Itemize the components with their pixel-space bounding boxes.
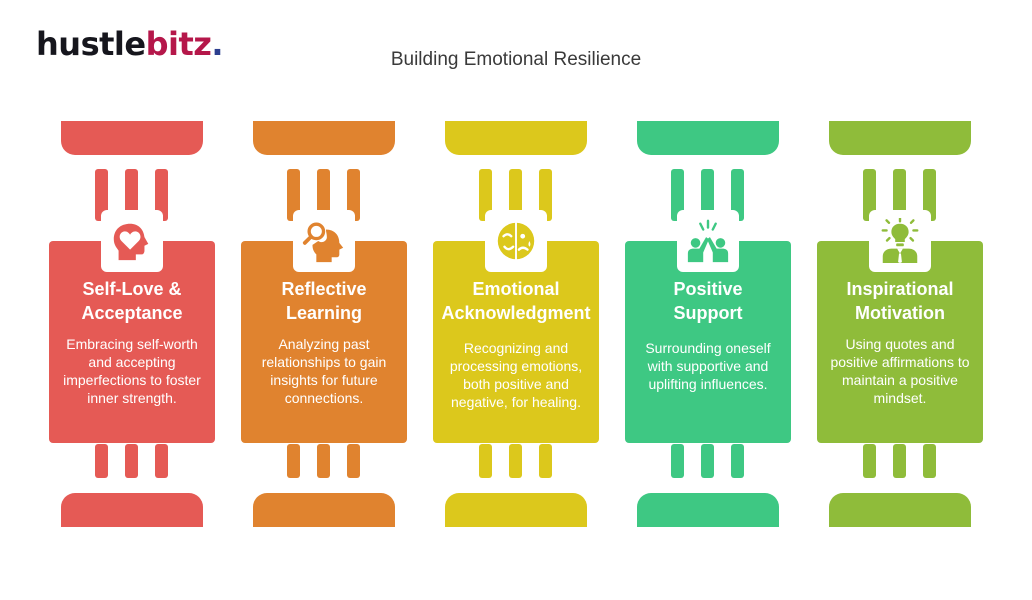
icon-box [869, 210, 931, 272]
card-title-line: Support [673, 303, 743, 323]
card-description: Using quotes and positive affirmations t… [830, 336, 970, 406]
connector-bar [155, 444, 168, 478]
connector-bar [125, 169, 138, 221]
high-five-icon [687, 219, 729, 263]
connector-bar [479, 444, 492, 478]
card-description: Recognizing and processing emotions, bot… [449, 340, 583, 410]
connector-bar [923, 169, 936, 221]
logo-text-bitz: bitz [145, 25, 212, 63]
card-title-line: Learning [285, 303, 362, 323]
card-title-line: Emotional [472, 279, 560, 299]
connector-bar [317, 169, 330, 221]
bottom-cap [253, 493, 395, 527]
card-description: Embracing self-worth and accepting imper… [63, 336, 201, 406]
connector-bar [539, 169, 552, 221]
card-body [433, 241, 599, 443]
page-title: Building Emotional Resilience [390, 49, 642, 70]
top-cap [253, 121, 395, 155]
connector-bar [347, 444, 360, 478]
connector-bar [731, 444, 744, 478]
card-title-line: Self-Love & [82, 279, 182, 299]
mixed-emotions-face-icon [497, 221, 535, 261]
card-title-line: Inspirational [846, 279, 954, 299]
brand-logo: hustlebitz. [36, 22, 224, 66]
connector-bar [347, 169, 360, 221]
bottom-cap [829, 493, 971, 527]
head-magnifier-icon [302, 222, 344, 263]
connector-bar [701, 169, 714, 221]
card-body [817, 241, 983, 443]
head-heart-icon [113, 223, 149, 261]
card-column-emotional-acknowledgment: Emotional Acknowledgment Recognizing and… [433, 0, 601, 600]
card-title-line: Acceptance [81, 303, 183, 323]
lightbulb-person-icon [881, 218, 919, 264]
connector-bar [317, 444, 330, 478]
top-cap [445, 121, 587, 155]
icon-box [677, 210, 739, 272]
card-title-line: Reflective [281, 279, 367, 299]
card-description: Analyzing past relationships to gain ins… [261, 336, 387, 406]
connector-bar [509, 444, 522, 478]
connector-bar [893, 444, 906, 478]
connector-bar [95, 169, 108, 221]
connector-bar [155, 169, 168, 221]
connector-bar [95, 444, 108, 478]
card-title: Self-Love & Acceptance [49, 277, 215, 325]
card-body [49, 241, 215, 443]
connector-bar [125, 444, 138, 478]
card-description: Surrounding oneself with supportive and … [645, 340, 771, 392]
top-cap [829, 121, 971, 155]
card-body [625, 241, 791, 443]
connector-bar [539, 444, 552, 478]
connector-bar [863, 444, 876, 478]
connector-bar [923, 444, 936, 478]
bottom-cap [637, 493, 779, 527]
card-body [241, 241, 407, 443]
card-title-line: Positive [673, 279, 743, 299]
logo-dot: . [211, 25, 224, 63]
icon-box [485, 210, 547, 272]
connector-bar [287, 169, 300, 221]
connector-bar [671, 444, 684, 478]
connector-bar [671, 169, 684, 221]
card-title-line: Acknowledgment [441, 303, 591, 323]
card-column-self-love: Self-Love & Acceptance Embracing self-wo… [49, 0, 217, 600]
icon-box [293, 210, 355, 272]
card-column-positive-support: Positive Support Surrounding oneself wit… [625, 0, 793, 600]
connector-bar [287, 444, 300, 478]
card-title: Inspirational Motivation [817, 277, 983, 325]
card-title: Reflective Learning [241, 277, 407, 325]
icon-box [101, 210, 163, 272]
card-title: Positive Support [625, 277, 791, 325]
top-cap [61, 121, 203, 155]
logo-text-hustle: hustle [36, 25, 146, 63]
connector-bar [509, 169, 522, 221]
card-column-reflective-learning: Reflective Learning Analyzing past relat… [241, 0, 409, 600]
bottom-cap [445, 493, 587, 527]
card-title: Emotional Acknowledgment [433, 277, 599, 325]
top-cap [637, 121, 779, 155]
card-column-inspirational-motivation: Inspirational Motivation Using quotes an… [817, 0, 985, 600]
connector-bar [479, 169, 492, 221]
connector-bar [863, 169, 876, 221]
card-title-line: Motivation [855, 303, 945, 323]
connector-bar [701, 444, 714, 478]
connector-bar [731, 169, 744, 221]
bottom-cap [61, 493, 203, 527]
connector-bar [893, 169, 906, 221]
